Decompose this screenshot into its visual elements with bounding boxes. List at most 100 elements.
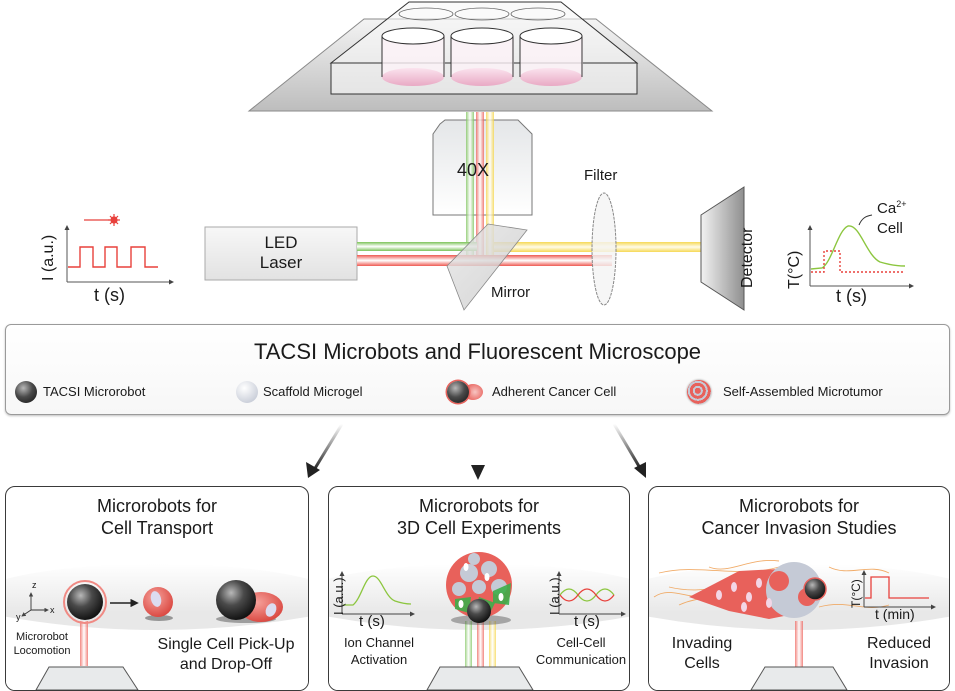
- cell-nucleus: [150, 591, 162, 607]
- y-axis-label: y: [16, 612, 21, 622]
- panel-title: Microrobots for Cancer Invasion Studies: [649, 495, 949, 539]
- legend-item-microtumor: Self-Assembled Microtumor: [723, 384, 883, 399]
- red-oscillation: [559, 588, 615, 602]
- caption-line: Cells: [684, 655, 720, 672]
- green-oscillation: [559, 588, 615, 602]
- figure-title: TACSI Microbots and Fluorescent Microsco…: [253, 339, 702, 364]
- left-plot-xlabel: t (s): [359, 613, 385, 630]
- microrobot-sphere-icon: [15, 381, 37, 403]
- xyz-axes-icon: [21, 592, 49, 617]
- objective-lens: [426, 666, 534, 690]
- led-laser-source: [204, 226, 358, 281]
- dichroic-mirror: [446, 223, 528, 311]
- arrow-head: [471, 465, 485, 480]
- objective-lens: [750, 666, 848, 690]
- laser-burst-icon: [108, 214, 120, 226]
- left-plot-ylabel: I (a.u.): [331, 577, 346, 615]
- ion-channel-plot: [339, 571, 415, 617]
- output-calcium-plot: [807, 214, 914, 289]
- caption-line: Invasion: [869, 655, 929, 672]
- led-label: LED: [264, 233, 298, 252]
- well-plate: [329, 1, 639, 95]
- caption-line: Ion Channel: [343, 635, 415, 650]
- output-plot-ylabel: T(°C): [786, 250, 803, 289]
- pickup-caption: Single Cell Pick-Up and Drop-Off: [141, 635, 308, 675]
- detector-label: Detector: [739, 227, 756, 288]
- panel-title-line2: 3D Cell Experiments: [396, 518, 562, 538]
- embedded-microrobot: [467, 599, 491, 623]
- panel-cancer-invasion: Microrobots for Cancer Invasion Studies: [648, 486, 950, 691]
- right-plot-xlabel: t (s): [574, 613, 600, 630]
- panel-graphics: [329, 552, 629, 690]
- locomotion-caption: Microrobot Locomotion: [8, 630, 76, 658]
- legend-item-microgel: Scaffold Microgel: [263, 384, 363, 399]
- objective-label: 40X: [457, 160, 490, 180]
- output-plot-xlabel: t (s): [836, 286, 867, 306]
- well: [519, 27, 583, 86]
- emission-beams: [465, 621, 496, 667]
- invading-tumor: [689, 562, 827, 619]
- led-laser-label: LED Laser: [205, 233, 357, 273]
- laser-label: Laser: [259, 253, 303, 272]
- panel-title: Microrobots for 3D Cell Experiments: [329, 495, 629, 539]
- caption-line: Reduced: [866, 635, 932, 652]
- caption-line: Invading: [671, 635, 733, 652]
- microtumor-icon: [687, 380, 711, 404]
- adherent-cell-icon: [447, 381, 485, 403]
- panel-title-line2: Cell Transport: [100, 518, 214, 538]
- microrobot: [67, 584, 103, 620]
- heated-halo: [63, 580, 107, 624]
- microrobot-with-cell: [216, 580, 256, 620]
- wells-front-row: [381, 27, 583, 86]
- invasion-plot-xlabel: t (min): [875, 606, 915, 622]
- flow-arrows: [306, 422, 646, 480]
- x-axis-label: x: [50, 605, 55, 615]
- filter-label: Filter: [584, 167, 618, 184]
- panel-title-line2: Cancer Invasion Studies: [701, 518, 897, 538]
- objective-lens: [35, 666, 139, 690]
- invasion-plot-ylabel: T(°C): [849, 579, 863, 608]
- communication-plot: [556, 571, 626, 617]
- legend-item-adherent-cell: Adherent Cancer Cell: [492, 384, 617, 399]
- optical-filter: [591, 192, 617, 306]
- caption-line: Single Cell Pick-Up: [157, 636, 295, 653]
- heating-pulse-plot: [861, 570, 936, 610]
- caption-line: Locomotion: [13, 645, 71, 657]
- arrow-to-panel-3: [612, 423, 642, 469]
- mirror-label: Mirror: [491, 284, 531, 301]
- arrow-to-panel-1: [312, 423, 344, 471]
- calcium-charge: 2+: [896, 199, 907, 209]
- input-pulse-plot: [64, 214, 174, 285]
- panel-title-line1: Microrobots for: [738, 496, 860, 516]
- caption-line: Cell-Cell: [556, 635, 606, 650]
- square-wave: [68, 246, 158, 268]
- ion-channel-caption: Ion Channel Activation: [329, 634, 429, 668]
- laser-beam: [80, 621, 88, 666]
- legend-panel: TACSI Microbots and Fluorescent Microsco…: [5, 324, 950, 415]
- calcium-transient: [343, 575, 412, 606]
- cell-annotation: Cell: [877, 220, 903, 237]
- input-plot-xlabel: t (s): [94, 285, 125, 305]
- heat-pulse: [865, 576, 929, 599]
- calcium-curve: [810, 225, 906, 270]
- calcium-annotation: Ca2+: [877, 199, 906, 217]
- invading-cells-caption: Invading Cells: [657, 634, 747, 674]
- well: [450, 27, 514, 86]
- microtumor: [446, 552, 512, 625]
- right-plot-ylabel: I (a.u.): [547, 577, 562, 615]
- caption-line: Communication: [535, 652, 627, 667]
- caption-line: Activation: [350, 652, 408, 667]
- emission-beams-vertical: [466, 112, 494, 262]
- embedded-microrobot: [803, 577, 827, 601]
- arrow-head: [634, 462, 646, 478]
- communication-caption: Cell-Cell Communication: [529, 634, 629, 668]
- detector: [700, 186, 745, 311]
- panel-graphics: [6, 564, 308, 690]
- temperature-pulse: [811, 250, 905, 273]
- panel-title-line1: Microrobots for: [418, 496, 540, 516]
- caption-line: Microrobot: [16, 631, 68, 643]
- legend-item-microrobot: TACSI Microrobot: [43, 384, 146, 399]
- laser-beam: [795, 621, 803, 667]
- arrow-head: [306, 462, 320, 478]
